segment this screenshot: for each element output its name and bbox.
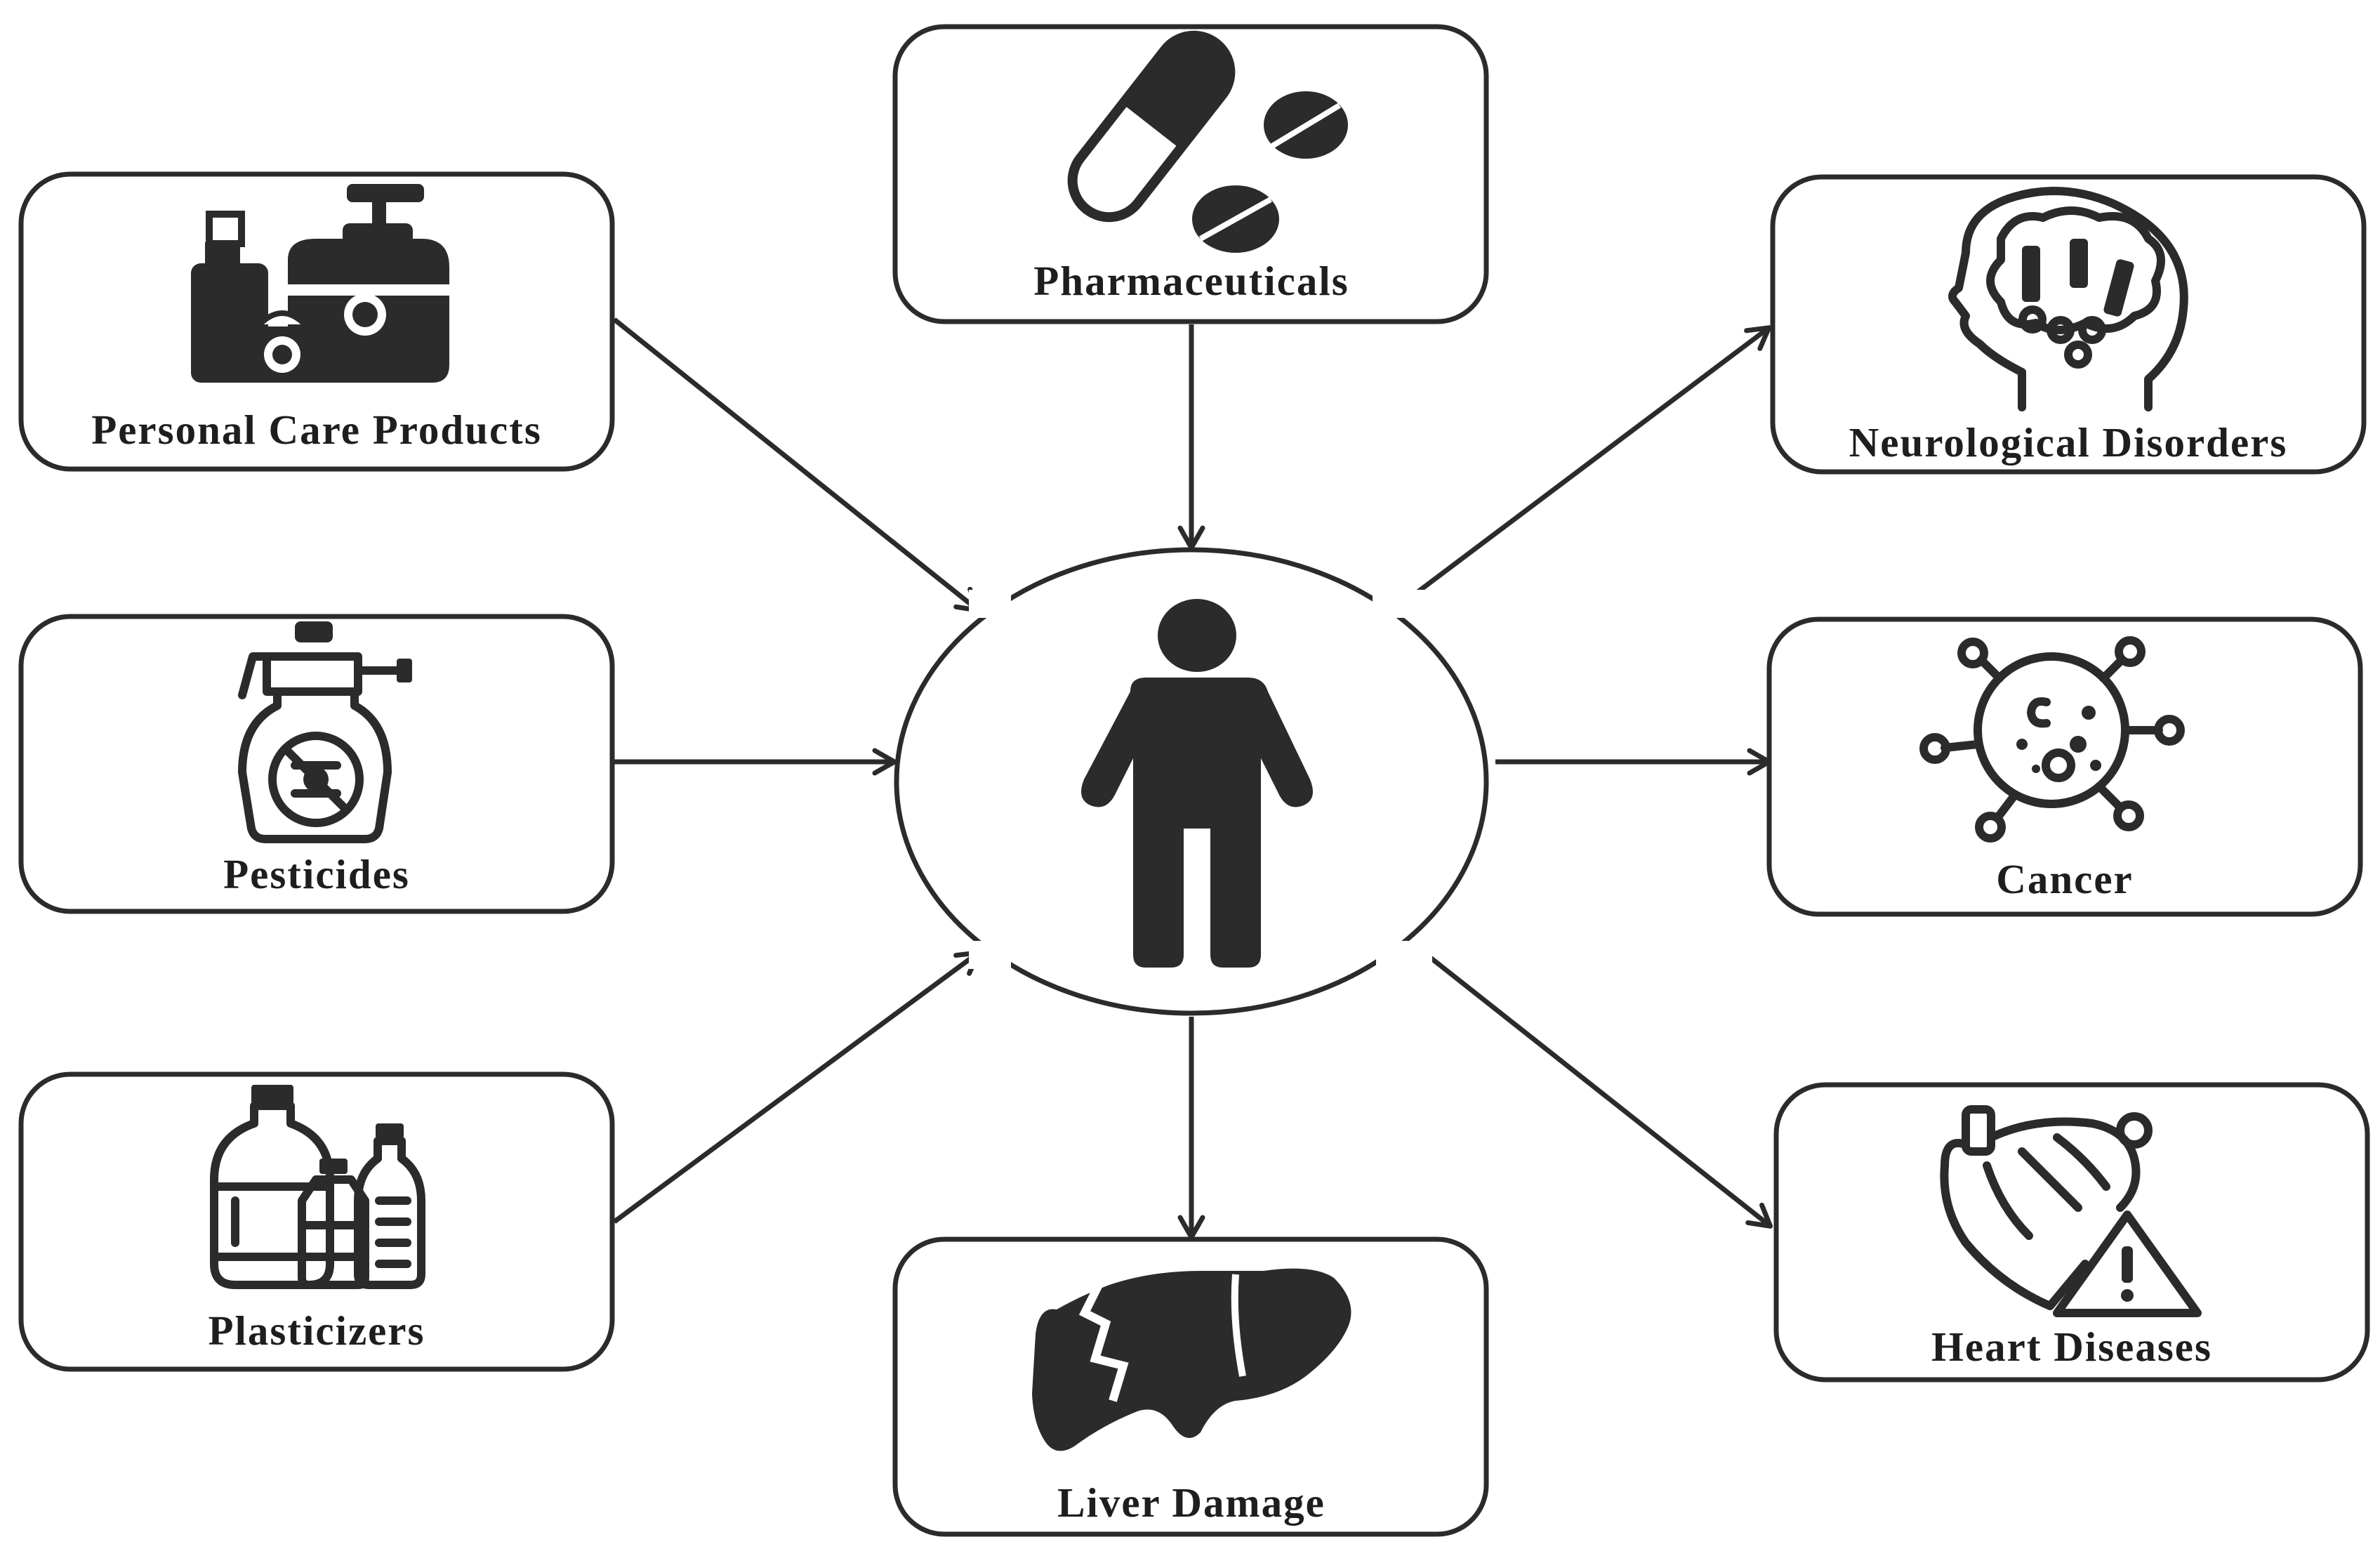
- effect-label-liver: Liver Damage: [1057, 1479, 1325, 1526]
- source-label-plasticizers: Plasticizers: [208, 1307, 425, 1354]
- arrow-plasticizers-to-person: [612, 950, 981, 1224]
- liver-icon: [1032, 1268, 1351, 1451]
- effect-label-neurological: Neurological Disorders: [1849, 419, 2288, 466]
- cancer-cell-icon: [1919, 636, 2185, 843]
- effect-node-liver: Liver Damage: [892, 1236, 1489, 1537]
- arrow-person-to-heart: [1423, 951, 1773, 1229]
- source-node-pharmaceuticals: Pharmaceuticals: [892, 24, 1489, 324]
- effect-label-cancer: Cancer: [1996, 856, 2133, 902]
- pills-icon: [1067, 30, 1348, 253]
- source-label-pesticides: Pesticides: [223, 851, 410, 897]
- effect-node-neurological: Neurological Disorders: [1770, 174, 2367, 475]
- arrow-person-to-neurological: [1409, 325, 1772, 599]
- effect-node-cancer: Cancer: [1766, 616, 2363, 917]
- head-brain-icon: [1948, 187, 2188, 411]
- arrow-personal-care-to-person: [612, 317, 981, 613]
- plastic-bottles-icon: [210, 1085, 425, 1289]
- source-node-personal-care: Personal Care Products: [18, 171, 615, 472]
- source-label-personal-care: Personal Care Products: [91, 407, 542, 453]
- spray-bottle-icon: [238, 621, 412, 843]
- source-label-pharmaceuticals: Pharmaceuticals: [1033, 258, 1349, 304]
- person-icon: [1081, 599, 1313, 968]
- effect-label-heart: Heart Diseases: [1931, 1324, 2212, 1370]
- heart-warning-icon: [1940, 1105, 2202, 1317]
- source-node-pesticides: Pesticides: [18, 614, 615, 914]
- center-node: [894, 547, 1489, 1016]
- effect-node-heart: Heart Diseases: [1773, 1082, 2370, 1383]
- cosmetic-bottles-icon: [191, 184, 449, 383]
- source-node-plasticizers: Plasticizers: [18, 1071, 615, 1372]
